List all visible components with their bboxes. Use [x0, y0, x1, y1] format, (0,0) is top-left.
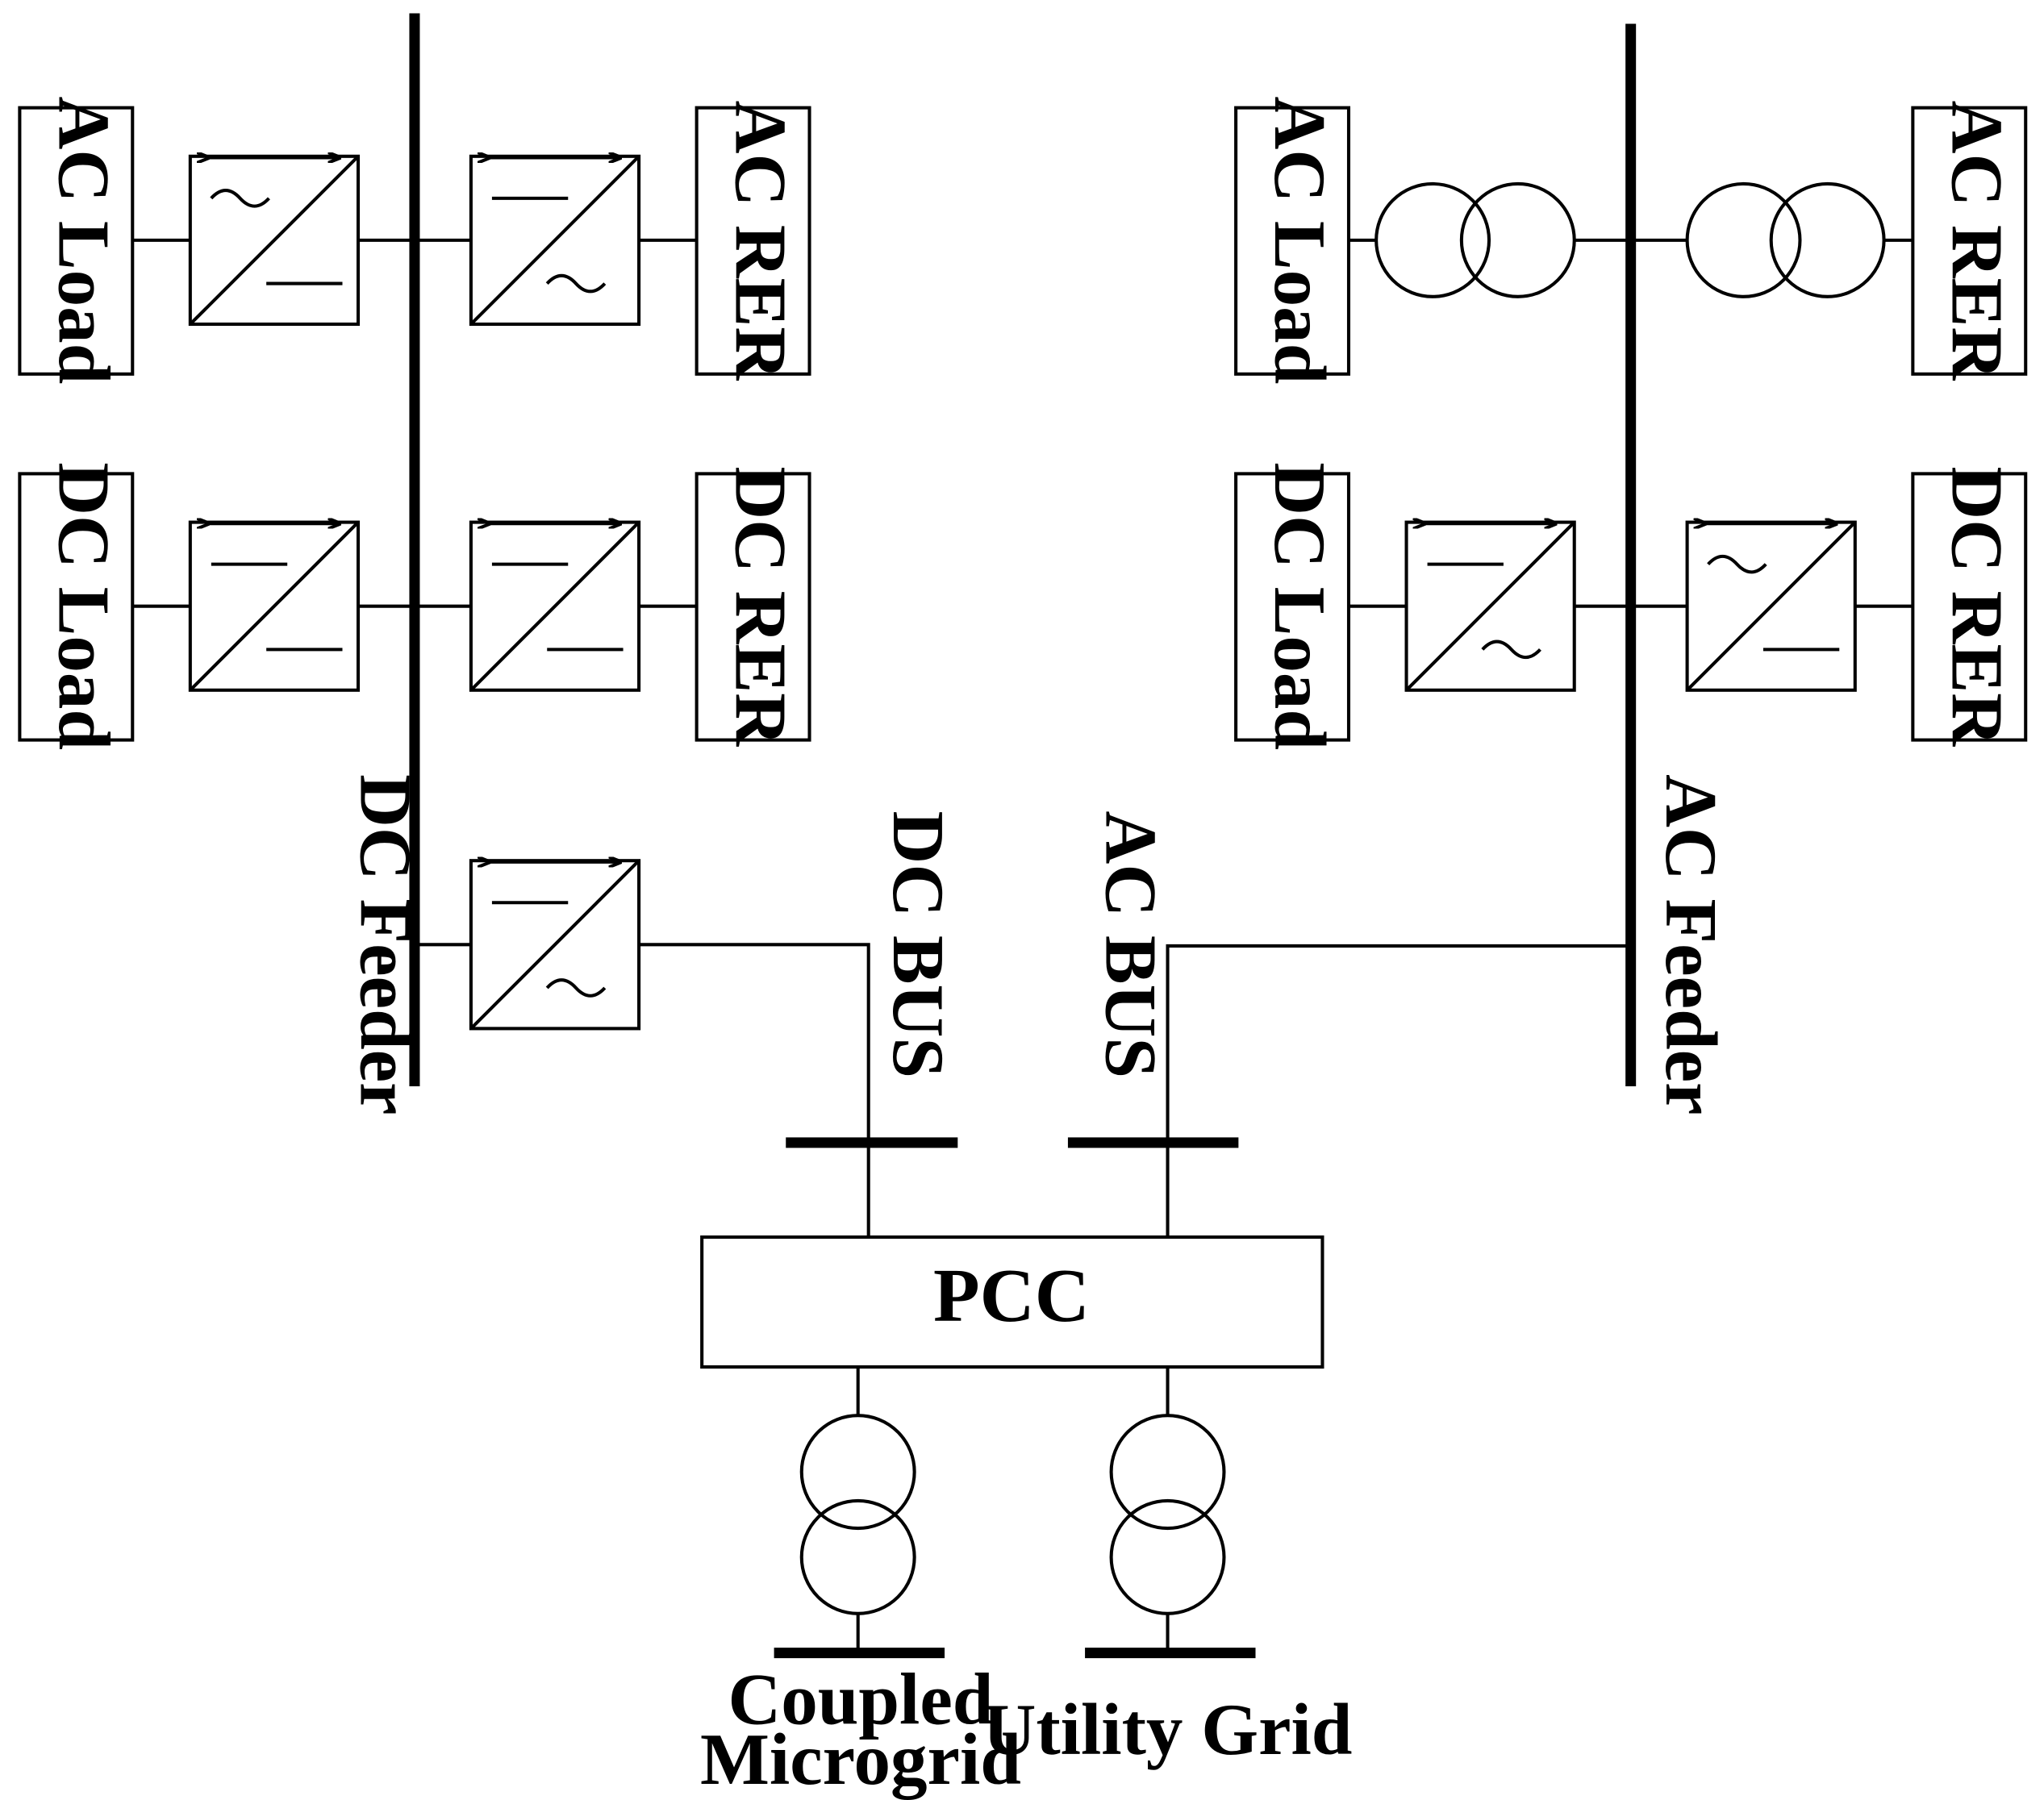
ac-rer-label: AC RER — [1936, 101, 2017, 381]
dc-feeder-label: DC Feeder — [345, 774, 427, 1115]
coupled-microgrid-label-line1: Coupled — [728, 1658, 993, 1740]
dc-bus-link: DC BUS — [414, 811, 959, 1237]
pcc-box — [700, 1235, 1324, 1369]
inverter-icon — [471, 860, 639, 1028]
ac-feeder-row-1: AC Load AC RER — [1234, 97, 2028, 385]
ac-rer-label: AC RER — [720, 101, 802, 381]
ac-load-label: AC Load — [43, 97, 124, 385]
dc-feeder-row-2: DC Load DC RER — [18, 462, 811, 750]
utility-grid-branch: Utility Grid — [983, 1367, 1353, 1770]
inverter-icon — [190, 156, 358, 324]
ac-load-label: AC Load — [1259, 97, 1341, 385]
dc-bus-label: DC BUS — [878, 811, 959, 1078]
utility-grid-label: Utility Grid — [983, 1689, 1353, 1770]
dc-dc-converter-icon — [471, 523, 639, 690]
ac-feeder-row-2: DC Load DC RER — [1234, 462, 2028, 750]
inverter-icon — [1407, 523, 1575, 690]
transformer-icon — [1685, 181, 1886, 298]
dc-load-box — [18, 472, 135, 742]
ac-bus-label: AC BUS — [1090, 811, 1171, 1078]
coupled-microgrid-branch: Coupled Microgrid — [700, 1367, 1021, 1800]
transformer-icon — [1374, 181, 1576, 298]
pcc-label: PCC — [933, 1254, 1090, 1338]
dc-rer-box — [1911, 472, 2028, 742]
dc-feeder-row-1: AC Load AC RER — [18, 97, 811, 385]
dc-rer-box — [695, 472, 811, 742]
ac-rer-box — [1911, 106, 2028, 376]
ac-load-box — [1234, 106, 1351, 376]
ac-bus-link: AC BUS — [1067, 811, 1631, 1237]
dc-dc-converter-icon — [190, 523, 358, 690]
ac-feeder-label: AC Feeder — [1650, 774, 1732, 1115]
dc-rer-label: DC RER — [1936, 466, 2017, 747]
transformer-icon — [799, 1414, 916, 1615]
dc-load-label: DC Load — [43, 462, 124, 750]
ac-rer-box — [695, 106, 811, 376]
inverter-icon — [471, 156, 639, 324]
dc-load-box — [1234, 472, 1351, 742]
rectifier-icon — [1687, 523, 1855, 690]
transformer-icon — [1109, 1414, 1226, 1615]
dc-rer-label: DC RER — [720, 466, 802, 747]
coupled-microgrid-label-line2: Microgrid — [700, 1719, 1021, 1800]
dc-load-label: DC Load — [1259, 462, 1341, 750]
